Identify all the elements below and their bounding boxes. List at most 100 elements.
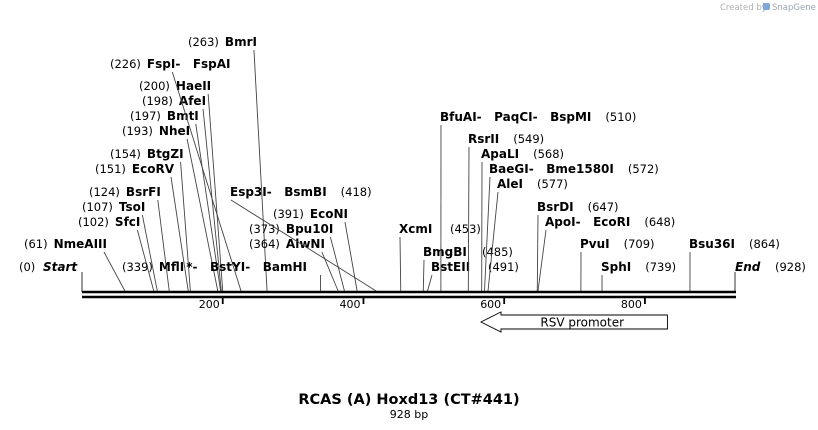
- site-apali[interactable]: ApaLI(568): [481, 147, 564, 292]
- site-ecorv-name: EcoRV: [132, 162, 175, 176]
- snapgene-logo-icon: [763, 3, 770, 10]
- site-alei[interactable]: AleI(577): [487, 177, 568, 292]
- site-bfuai[interactable]: BfuAI - PaqCI - BspMI(510): [440, 110, 636, 292]
- site-btgzi-connector: [180, 161, 191, 292]
- site-apoi-position: (648): [644, 215, 675, 229]
- site-sphi-position: (739): [645, 260, 676, 274]
- site-mfli-alias: BstYI: [210, 260, 245, 274]
- site-ecorv-position: (151): [95, 162, 126, 176]
- site-haeii-name: HaeII: [176, 79, 211, 93]
- credit-prefix: Created by: [720, 3, 767, 13]
- site-sfci-position: (102): [78, 215, 109, 229]
- site-fspi-sep1: -: [175, 57, 180, 71]
- site-bfuai-sep1: -: [477, 110, 482, 124]
- site-ecorv[interactable]: (151) EcoRV: [95, 162, 189, 292]
- feature-arrow: [479, 311, 668, 333]
- site-ecorv-connector: [170, 176, 189, 292]
- site-sfci-name: SfcI: [115, 215, 140, 229]
- site-rsrii-name: RsrII: [468, 132, 499, 146]
- site-bsrdi-name: BsrDI: [537, 200, 574, 214]
- site-bmri-position: (263): [188, 35, 219, 49]
- site-btgzi-name: BtgZI: [147, 147, 184, 161]
- site-rsrii[interactable]: RsrII (549): [467, 132, 544, 292]
- site-bmri[interactable]: (263)BmrI: [188, 35, 268, 292]
- sequence-backbone: [82, 290, 736, 299]
- site-alei-connector: [487, 191, 499, 292]
- site-mfli-position: (339): [122, 260, 153, 274]
- site-bsu36i[interactable]: Bsu36I(864): [689, 237, 780, 292]
- site-bpu10i[interactable]: (373)Bpu10I: [249, 222, 345, 292]
- site-apali-position: (568): [533, 147, 564, 161]
- site-econi[interactable]: (391)EcoNI: [273, 207, 358, 292]
- site-nmeaiii-connector: [103, 251, 126, 292]
- site-mfli[interactable]: (339)MflI* - BstYI - BamHI: [122, 260, 321, 291]
- site-bpu10i-position: (373): [249, 222, 280, 236]
- site-nmeaiii-name: NmeAIII: [54, 237, 107, 251]
- site-esp3i-connector: [230, 199, 377, 292]
- site-tsoi-position: (107): [82, 200, 113, 214]
- site-pvui[interactable]: PvuI(709): [580, 237, 655, 292]
- site-bsrdi[interactable]: BsrDI (647): [536, 200, 619, 292]
- site-bfuai-alias: PaqCI: [494, 110, 532, 124]
- start-marker: (0) Start: [19, 260, 83, 292]
- site-xcmi-position: (453): [450, 222, 481, 236]
- site-mfli-alias2: BamHI: [263, 260, 307, 274]
- feature-label: RSV promoter: [540, 316, 624, 330]
- site-fspi[interactable]: (226)FspI - FspAI: [110, 57, 242, 292]
- feature-rsv-promoter[interactable]: RSV promoter: [479, 311, 668, 333]
- site-baegi-alias: Bme1580I: [546, 162, 614, 176]
- site-bsrfi-position: (124): [89, 185, 120, 199]
- site-baegi[interactable]: BaeGI - Bme1580I(572): [484, 162, 659, 292]
- site-mfli-mark: *: [186, 260, 193, 274]
- site-bmgbi[interactable]: BmgBI(485): [422, 245, 513, 292]
- map-subtitle: 928 bp: [390, 408, 428, 421]
- site-afei[interactable]: (198)AfeI: [142, 94, 222, 292]
- site-mfli-sep1: -: [192, 260, 197, 274]
- site-nmeaiii-position: (61): [24, 237, 48, 251]
- scale-tick-label-200: 200: [199, 298, 220, 311]
- site-btgzi-position: (154): [110, 147, 141, 161]
- end-marker: End (928): [734, 260, 806, 292]
- site-bmti[interactable]: (197)BmtI: [130, 109, 222, 292]
- site-bfuai-sep2: -: [533, 110, 538, 124]
- site-xcmi[interactable]: XcmI (453): [399, 222, 481, 292]
- site-sphi[interactable]: SphI(739): [601, 260, 676, 292]
- site-apoi-connector: [537, 229, 547, 292]
- site-apoi-alias: EcoRI: [593, 215, 630, 229]
- site-nhei[interactable]: (193)NheI: [122, 124, 219, 292]
- site-apoi[interactable]: ApoI - EcoRI(648): [537, 215, 675, 292]
- site-haeii-position: (200): [139, 79, 170, 93]
- site-nmeaiii[interactable]: (61) NmeAIII: [24, 237, 126, 292]
- site-afei-position: (198): [142, 94, 173, 108]
- site-mfli-sep2: -: [245, 260, 250, 274]
- site-haeii[interactable]: (200) HaeII: [139, 79, 224, 292]
- site-sfci[interactable]: (102) SfcI: [78, 215, 155, 292]
- site-rsrii-connector: [467, 146, 470, 292]
- site-econi-position: (391): [273, 207, 304, 221]
- site-xcmi-name: XcmI: [399, 222, 432, 236]
- site-bpu10i-connector: [329, 236, 345, 292]
- site-fspi-position: (226): [110, 57, 141, 71]
- site-tsoi[interactable]: (107)TsoI: [82, 200, 158, 292]
- site-btgzi[interactable]: (154) BtgZI: [110, 147, 191, 292]
- site-bmti-position: (197): [130, 109, 161, 123]
- site-baegi-sep1: -: [529, 162, 534, 176]
- site-xcmi-connector: [399, 236, 402, 292]
- site-alwni-position: (364): [249, 237, 280, 251]
- scale-tick-label-400: 400: [339, 298, 360, 311]
- site-bsrdi-position: (647): [588, 200, 619, 214]
- site-esp3i[interactable]: Esp3I - BsmBI(418): [230, 185, 377, 292]
- site-alei-name: AleI: [497, 177, 523, 191]
- site-fspi-connector: [171, 71, 242, 292]
- site-pvui-position: (709): [624, 237, 655, 251]
- site-bfuai-alias2: BspMI: [550, 110, 591, 124]
- site-esp3i-sep1: -: [267, 185, 272, 199]
- site-sfci-connector: [136, 229, 155, 292]
- site-bmgbi-connector: [422, 259, 425, 292]
- map-title: RCAS (A) Hoxd13 (CT#441): [298, 392, 519, 408]
- site-apoi-name: ApoI: [545, 215, 576, 229]
- site-rsrii-position: (549): [513, 132, 544, 146]
- site-bsrfi[interactable]: (124)BsrFI: [89, 185, 170, 292]
